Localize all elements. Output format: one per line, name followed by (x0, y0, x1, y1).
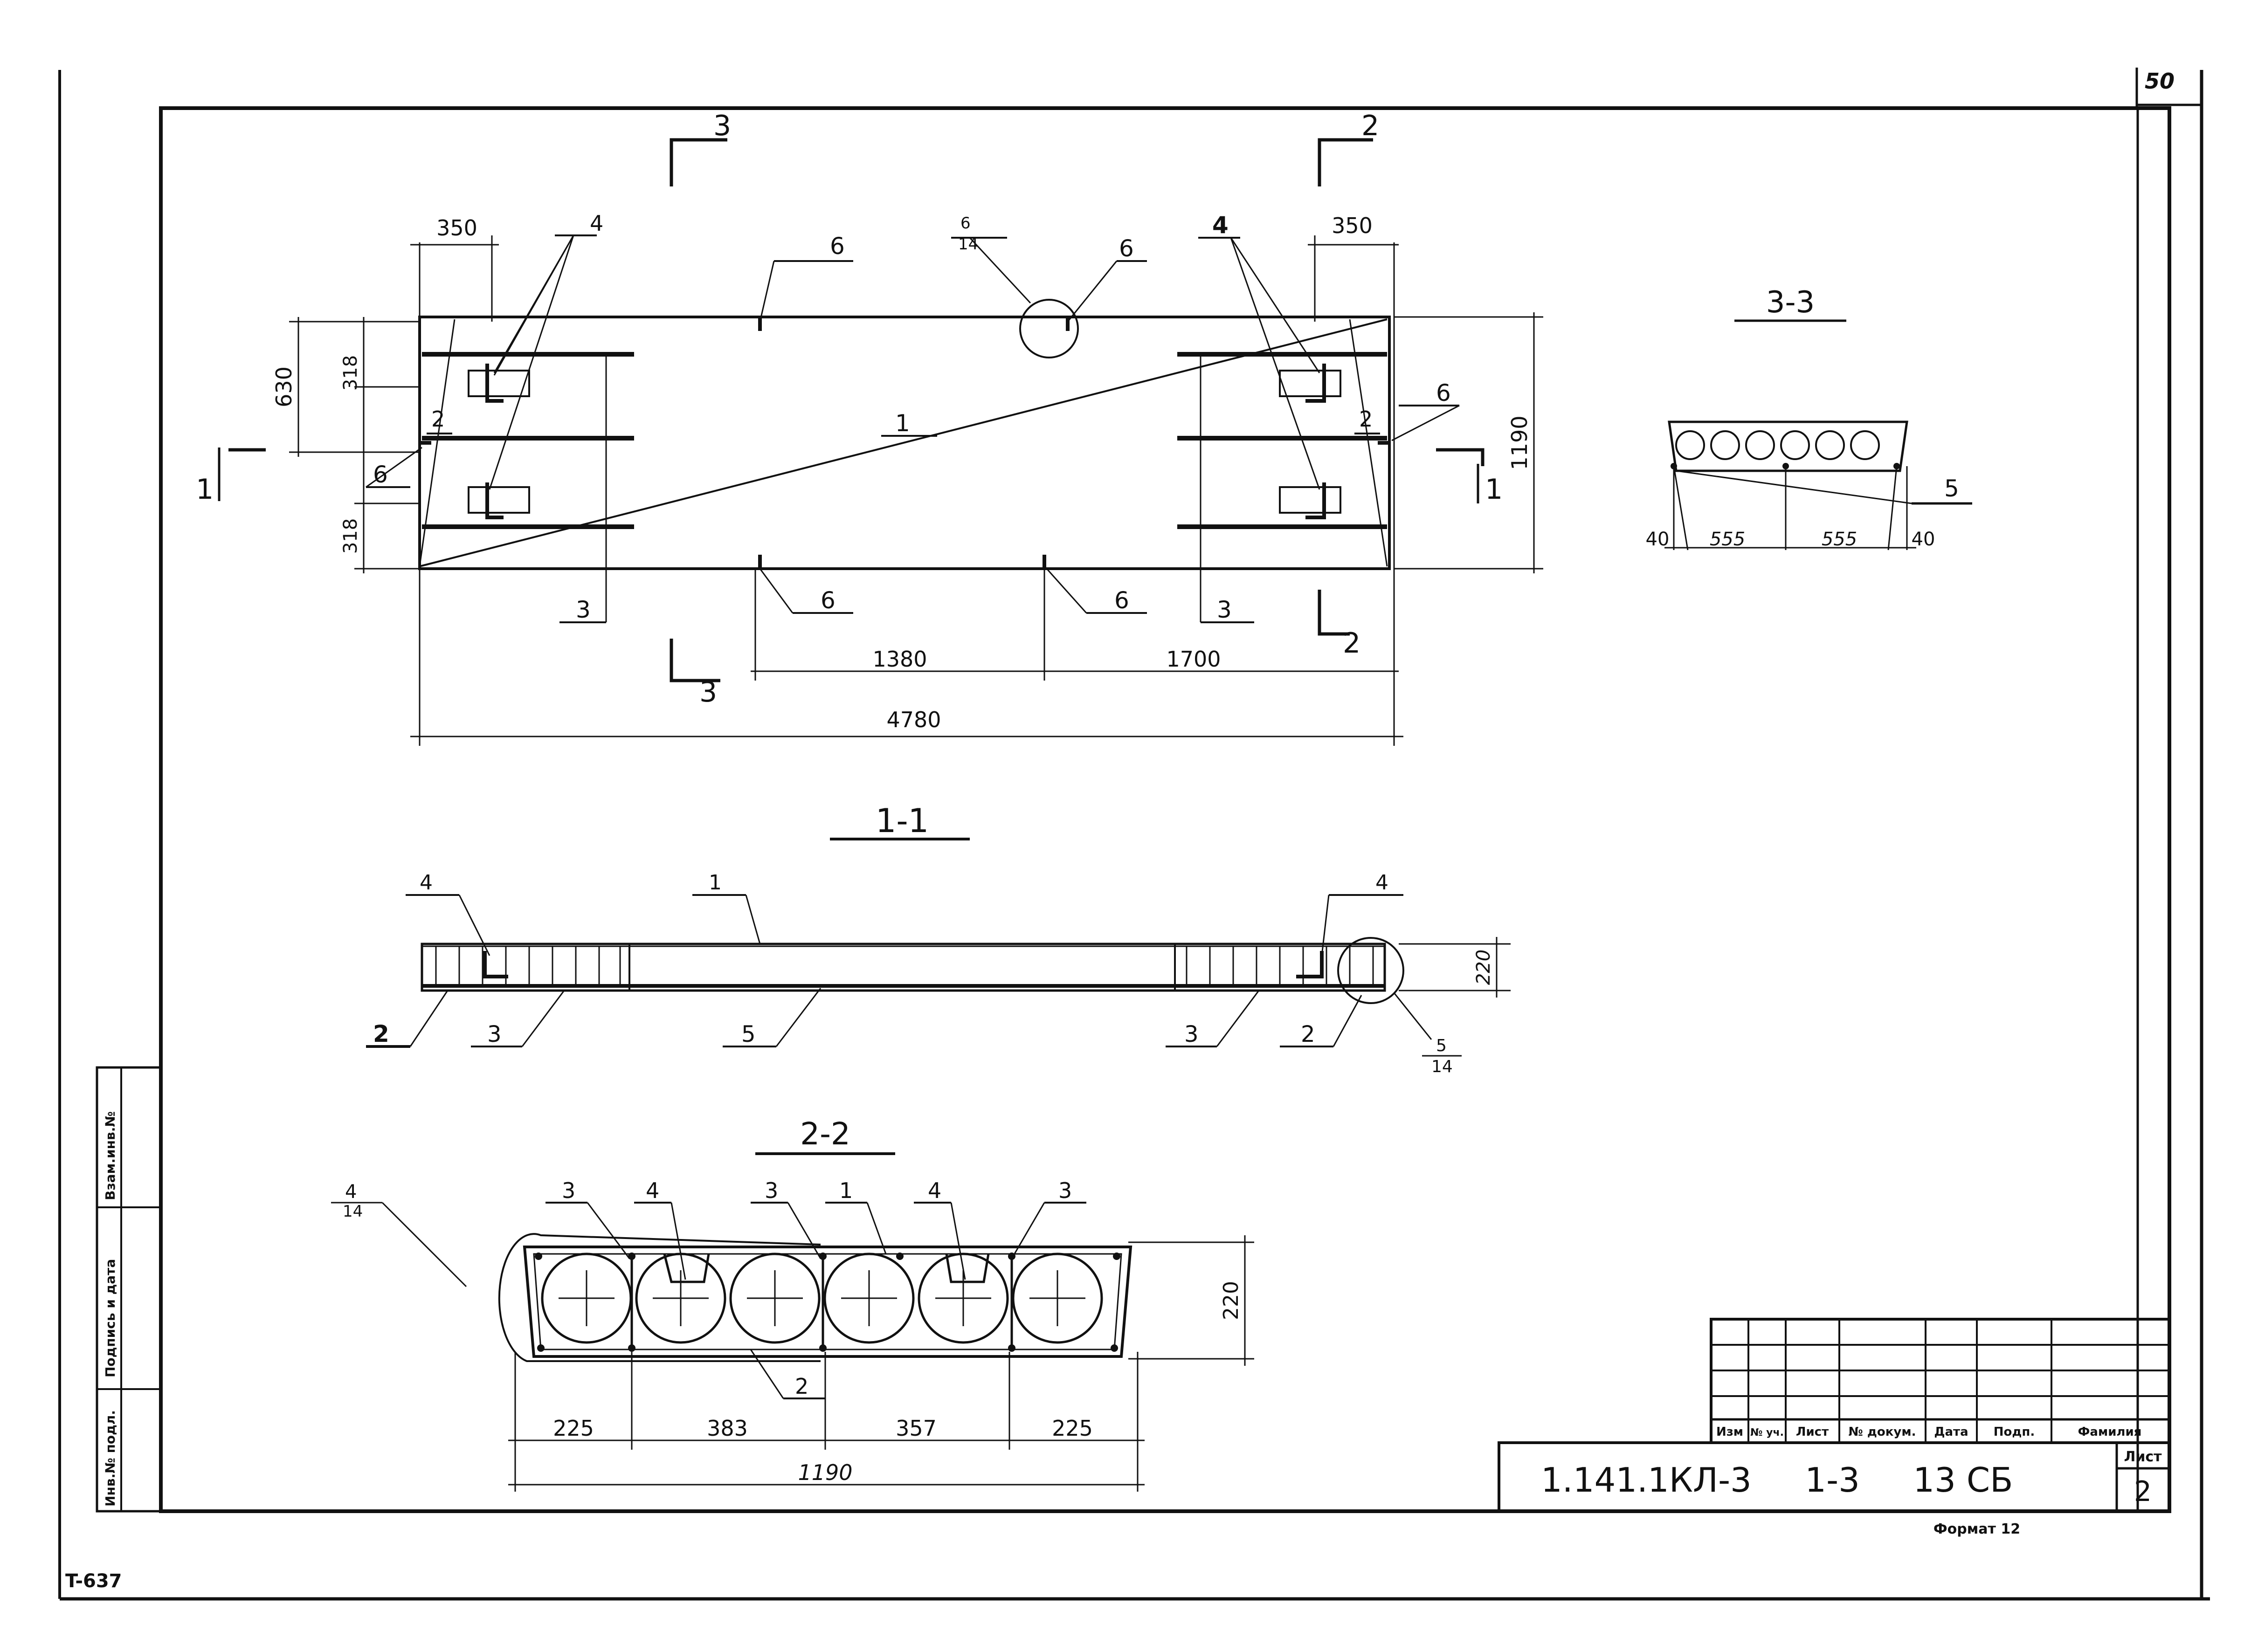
dim-225-b: 225 (1052, 1416, 1093, 1441)
section-mark-1-right: 1 (1485, 473, 1503, 506)
callout-5-section33: 5 (1944, 475, 1959, 502)
dim-630: 630 (271, 366, 297, 407)
tb-header-name: Фамилия (2078, 1425, 2142, 1439)
section-mark-3-top: 3 (713, 110, 731, 142)
tb-header-izm: Изм (1716, 1425, 1743, 1439)
sheet-number: 2 (2134, 1475, 2152, 1508)
section-mark-1-left: 1 (196, 473, 214, 506)
dim-350-right: 350 (1332, 213, 1373, 238)
dim-555-b: 555 (1822, 529, 1857, 550)
callout-6-bottom-b: 6 (1114, 587, 1129, 614)
callout-6-bottom-a: 6 (821, 587, 836, 614)
section-1-1-title: 1-1 (876, 802, 929, 840)
tb-header-sign: Подп. (1994, 1425, 2035, 1439)
sheet-label: Лист (2124, 1449, 2162, 1465)
sheet-frame (58, 68, 2210, 1601)
tb-header-list: Лист (1796, 1425, 1829, 1439)
callout-1-s22: 1 (839, 1178, 853, 1203)
callout-1-s11: 1 (709, 871, 722, 895)
callout-2-s22: 2 (795, 1374, 808, 1399)
callout-6-circle: 6 (1119, 235, 1134, 262)
section-3-3: 3-3 40 555 555 40 5 (1646, 285, 1972, 551)
callout-6-node-bottom: 14 (958, 235, 978, 254)
dim-318-top: 318 (340, 355, 361, 391)
dim-318-bottom: 318 (340, 518, 361, 554)
section-marks (218, 138, 1485, 682)
node-4-top: 4 (345, 1181, 357, 1203)
callout-4-b-s22: 4 (928, 1178, 941, 1203)
section11-stirrups (435, 946, 1374, 986)
plan-view: 3 2 2 3 1 1 350 350 318 318 630 1190 138… (196, 110, 1543, 746)
section-1-1: 1-1 2 (366, 802, 1511, 1076)
dim-350-left: 350 (436, 215, 477, 241)
dim-4780: 4780 (886, 707, 941, 732)
section-2-2: 2-2 (331, 1116, 1254, 1492)
callout-2-left: 2 (431, 406, 445, 432)
callout-1: 1 (895, 410, 910, 437)
callout-4-right-s11: 4 (1375, 871, 1388, 895)
callout-5-s11: 5 (741, 1021, 756, 1047)
section-mark-2-bottom: 2 (1343, 627, 1360, 660)
dim-220-section22: 220 (1219, 1281, 1243, 1320)
callout-4-left: 4 (590, 211, 603, 236)
plan-rebar (422, 352, 1387, 622)
section-mark-2-top: 2 (1361, 110, 1379, 142)
callout-3-right-s11: 3 (1184, 1021, 1199, 1047)
title-block (1498, 1318, 2171, 1513)
callout-2-right-s11: 2 (1301, 1021, 1315, 1047)
dim-1700: 1700 (1166, 647, 1221, 672)
lifting-loops (468, 364, 1341, 519)
callout-6-top: 6 (830, 233, 845, 260)
inv-replaced-label: Взам.инв.№ (103, 1111, 118, 1200)
page-number: 50 (2145, 69, 2175, 94)
section-2-2-title: 2-2 (800, 1116, 850, 1152)
plan-dimensions (289, 235, 1543, 746)
inventory-code: T-637 (65, 1570, 122, 1592)
node-5-bottom: 14 (1431, 1057, 1453, 1076)
dim-1190: 1190 (1507, 415, 1532, 470)
tb-header-uch: № уч. (1750, 1427, 1784, 1439)
callout-4-right: 4 (1212, 212, 1229, 239)
section-3-3-title: 3-3 (1766, 285, 1815, 320)
inv-original-label: Инв.№ подл. (103, 1410, 118, 1507)
callout-4-a-s22: 4 (646, 1178, 659, 1203)
callout-3-right: 3 (1217, 596, 1232, 623)
dim-383: 383 (707, 1416, 748, 1441)
callout-2-right: 2 (1359, 406, 1373, 432)
side-stamp: Инв.№ подл. Подпись и дата Взам.инв.№ (96, 1066, 162, 1513)
callout-3-left-s11: 3 (487, 1021, 502, 1047)
format-label: Формат 12 (1933, 1521, 2020, 1537)
callout-3-c-s22: 3 (1058, 1178, 1072, 1203)
tb-header-doc: № докум. (1849, 1425, 1916, 1439)
plan-callout-leaders (366, 234, 1460, 623)
callout-6-left: 6 (373, 461, 388, 488)
callout-4-left-s11: 4 (420, 871, 433, 895)
dim-40-right: 40 (1912, 529, 1935, 550)
document-designation: 1.141.1КЛ-3 1-3 13 СБ (1541, 1460, 2013, 1500)
sign-date-label: Подпись и дата (103, 1259, 118, 1377)
dim-225-a: 225 (553, 1416, 594, 1441)
callout-6-node-top: 6 (960, 214, 971, 233)
node-5-top: 5 (1436, 1036, 1447, 1055)
callout-3-left: 3 (576, 596, 591, 623)
dim-357: 357 (896, 1416, 937, 1441)
section-mark-3-bottom: 3 (699, 676, 717, 709)
dim-220-section11: 220 (1473, 950, 1494, 985)
callout-3-b-s22: 3 (765, 1178, 778, 1203)
node-4-bottom: 14 (343, 1202, 363, 1221)
dim-40-left: 40 (1646, 529, 1670, 550)
dim-1380: 1380 (872, 647, 927, 672)
tb-header-date: Дата (1934, 1425, 1968, 1439)
callout-3-a-s22: 3 (562, 1178, 575, 1203)
callout-6-right: 6 (1436, 379, 1451, 406)
dim-1190-section22: 1190 (798, 1460, 852, 1485)
callout-2-left-s11: 2 (373, 1020, 389, 1047)
dim-555-a: 555 (1710, 529, 1745, 550)
